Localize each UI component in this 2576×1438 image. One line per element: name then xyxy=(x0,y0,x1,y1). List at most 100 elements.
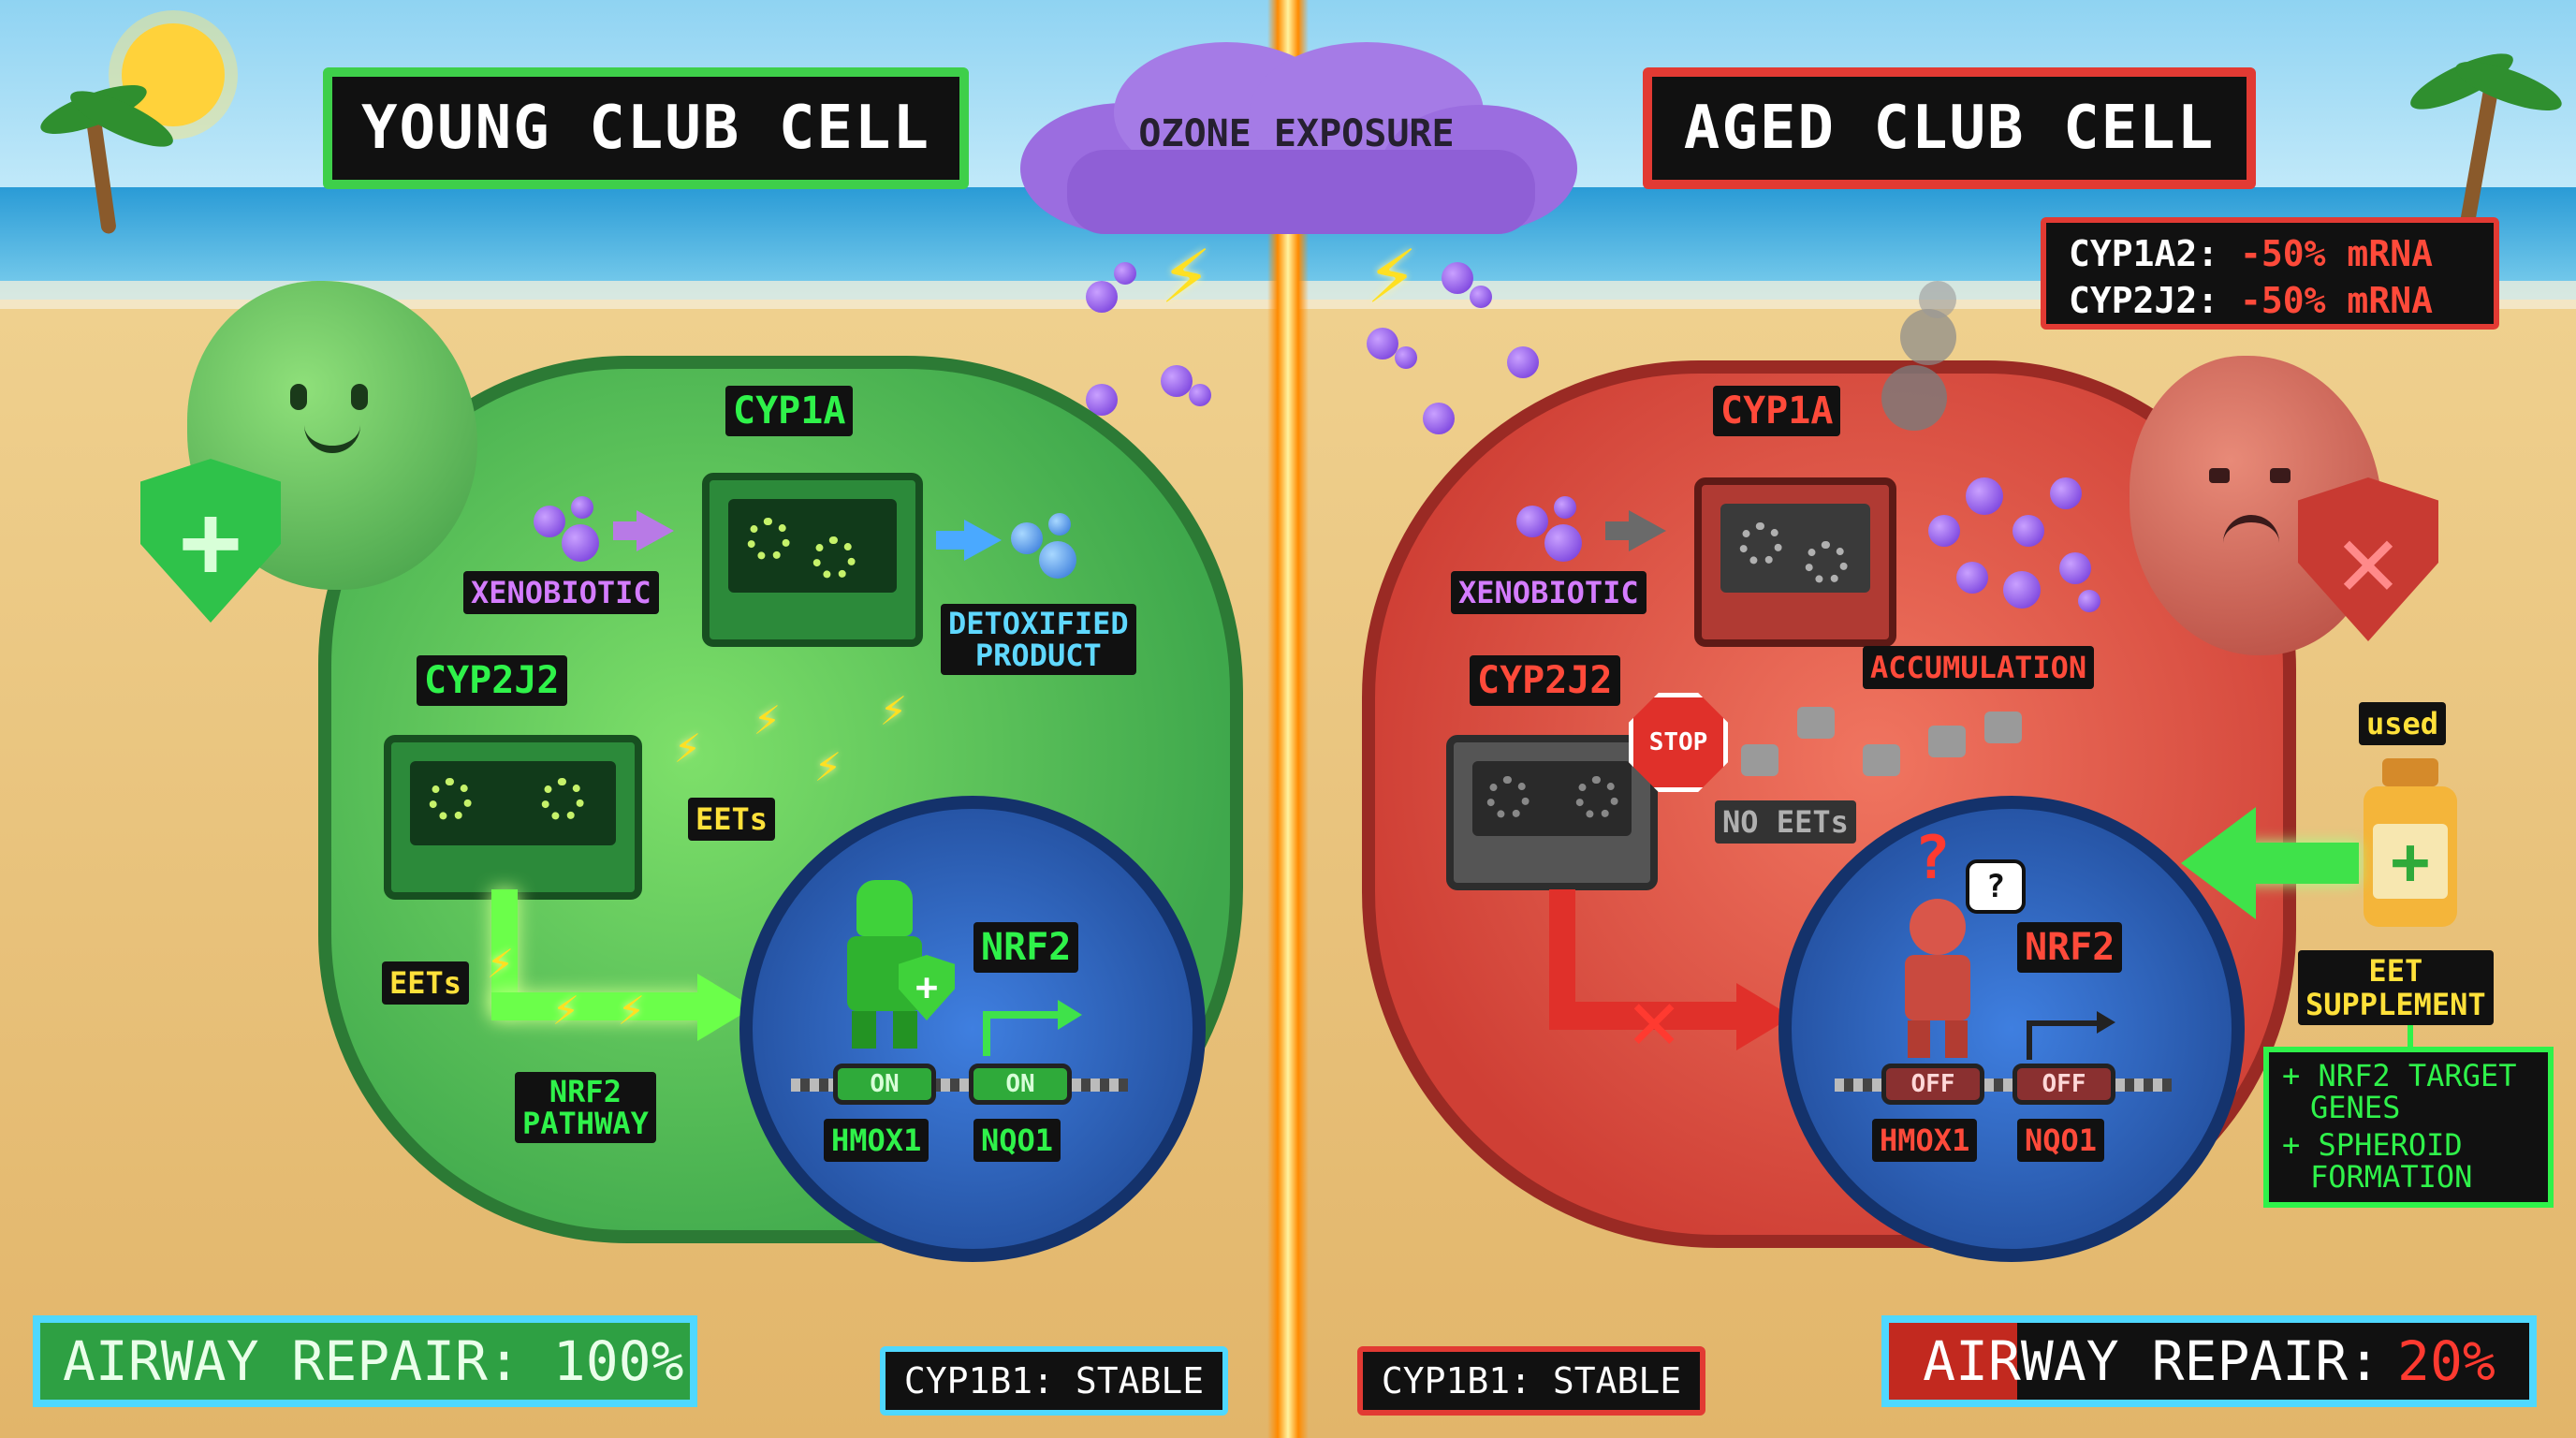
hmox1-toggle[interactable]: OFF xyxy=(1881,1064,1984,1105)
cloud-label: OZONE EXPOSURE xyxy=(1138,112,1455,155)
character-smile xyxy=(304,421,360,453)
benefit-1-line-2: GENES xyxy=(2310,1090,2401,1125)
eet-bolt-icon: ⚡ xyxy=(814,740,842,792)
knight-shield-icon: + xyxy=(899,955,955,1020)
aged-xenobiotic-molecule xyxy=(1516,496,1591,562)
stop-sign-text: STOP xyxy=(1648,728,1708,756)
eet-supplement-label: EET SUPPLEMENT xyxy=(2298,950,2494,1025)
nqo1-toggle[interactable]: OFF xyxy=(2012,1064,2115,1105)
ozone-molecules xyxy=(1067,243,1554,449)
young-nucleus xyxy=(739,796,1206,1262)
nqo1-toggle[interactable]: ON xyxy=(969,1064,1072,1105)
pathway-line-1: NRF2 xyxy=(549,1074,622,1109)
lightning-bolt-icon: ⚡ xyxy=(1367,225,1418,323)
question-mark-icon: ? xyxy=(1914,824,1951,893)
gear-icon xyxy=(1486,776,1530,819)
aged-airway-repair-bar: AIRWAY REPAIR: 20% xyxy=(1881,1315,2537,1407)
gear-icon xyxy=(1575,776,1618,819)
young-repair-label: AIRWAY REPAIR: 100% xyxy=(63,1329,684,1393)
supplement-arrow-icon xyxy=(2181,807,2256,919)
palm-tree-left-icon xyxy=(28,75,180,235)
character-eye xyxy=(290,384,307,410)
young-eets-label-2: EETs xyxy=(382,961,470,1005)
young-cyp1b1-status: CYP1B1: STABLE xyxy=(880,1346,1228,1416)
nrf2-pathway-pipe xyxy=(491,889,518,1011)
hmox1-toggle[interactable]: ON xyxy=(833,1064,936,1105)
supplement-bottle-icon: + xyxy=(2364,758,2457,927)
gene-active-arrow-icon xyxy=(983,1011,1075,1056)
mrna-value-2: -50% mRNA xyxy=(2240,280,2433,321)
gene-inactive-arrow-icon xyxy=(2027,1020,2107,1060)
mrna-gene-1: CYP1A2: xyxy=(2069,233,2219,274)
young-xenobiotic-molecule xyxy=(534,496,608,562)
young-cyp2j2-machine-icon xyxy=(384,735,642,900)
benefit-1-line-1: + NRF2 TARGET xyxy=(2282,1058,2517,1093)
detoxified-molecule xyxy=(1011,513,1086,579)
eet-bolt-icon: ⚡ xyxy=(880,683,907,736)
inactive-eets-icon xyxy=(1741,697,2031,791)
aged-repair-label: AIRWAY REPAIR: xyxy=(1923,1329,2381,1393)
gear-icon xyxy=(429,778,472,821)
aged-repair-fill xyxy=(1889,1323,2017,1400)
blocked-pathway-pipe xyxy=(1549,889,1575,1020)
arrow-right-icon xyxy=(1629,510,1666,551)
aged-nrf2-label: NRF2 xyxy=(2017,922,2123,973)
character-frown xyxy=(2223,515,2279,545)
blocked-x-icon: ✕ xyxy=(1629,971,1680,1069)
aged-nqo1-label: NQO1 xyxy=(2017,1119,2105,1162)
aged-cyp1a-label: CYP1A xyxy=(1713,386,1841,436)
aged-repair-value: 20% xyxy=(2397,1329,2496,1393)
young-eets-label-1: EETs xyxy=(688,798,776,841)
arrow-shaft xyxy=(613,521,641,540)
supplement-connector xyxy=(2408,1025,2413,1048)
gear-icon xyxy=(812,536,856,580)
speech-question-icon: ? xyxy=(1966,859,2026,914)
gear-icon xyxy=(541,778,584,821)
blocked-pathway-pipe xyxy=(1549,1002,1746,1030)
supplement-benefits-box: + NRF2 TARGET GENES + SPHEROID FORMATION xyxy=(2263,1047,2554,1208)
character-eye xyxy=(2270,468,2291,483)
character-eye xyxy=(2209,468,2230,483)
young-hmox1-label: HMOX1 xyxy=(824,1119,929,1162)
young-nqo1-label: NQO1 xyxy=(973,1119,1061,1162)
lightning-divider xyxy=(1267,0,1309,1438)
character-eye xyxy=(351,384,368,410)
arrow-right-icon xyxy=(964,520,1002,561)
detoxified-product-label: DETOXIFIED PRODUCT xyxy=(941,604,1136,675)
aged-xenobiotic-label: XENOBIOTIC xyxy=(1451,571,1647,614)
used-label: used xyxy=(2359,702,2447,745)
nrf2-pathway-pipe xyxy=(491,992,707,1020)
aged-cyp1b1-status: CYP1B1: STABLE xyxy=(1357,1346,1705,1416)
young-cyp2j2-label: CYP2J2 xyxy=(417,655,567,706)
benefit-2-line-2: FORMATION xyxy=(2310,1159,2473,1195)
aged-cell-title: AGED CLUB CELL xyxy=(1643,67,2256,189)
arrow-right-icon xyxy=(637,510,674,551)
stop-sign-icon: STOP xyxy=(1629,693,1728,792)
aged-cyp2j2-machine-icon xyxy=(1446,735,1658,890)
young-nrf2-label: NRF2 xyxy=(973,922,1079,973)
arrow-right-icon xyxy=(2097,1011,2115,1034)
eet-bolt-icon: ⚡ xyxy=(754,693,781,745)
eet-bolt-icon: ⚡ xyxy=(487,936,514,989)
aged-hmox1-label: HMOX1 xyxy=(1872,1119,1978,1162)
young-cyp1a-machine-icon xyxy=(702,473,923,647)
young-airway-repair-bar: AIRWAY REPAIR: 100% xyxy=(33,1315,697,1407)
pathway-line-2: PATHWAY xyxy=(522,1106,649,1141)
gear-icon xyxy=(1739,522,1782,565)
confused-nrf2-character xyxy=(1891,899,1984,1058)
no-eets-label: NO EETs xyxy=(1715,800,1856,844)
eet-bolt-icon: ⚡ xyxy=(618,983,645,1035)
young-xenobiotic-label: XENOBIOTIC xyxy=(463,571,659,614)
young-cell-title: YOUNG CLUB CELL xyxy=(323,67,969,189)
smoke-cloud-icon xyxy=(1863,281,1966,449)
arrow-right-icon xyxy=(1058,1000,1082,1030)
accumulated-molecules-icon xyxy=(1919,459,2115,627)
aged-cyp2j2-label: CYP2J2 xyxy=(1470,655,1620,706)
eet-bolt-icon: ⚡ xyxy=(552,983,579,1035)
arrow-shaft xyxy=(1605,521,1633,540)
eet-bolt-icon: ⚡ xyxy=(674,721,701,773)
mrna-gene-2: CYP2J2: xyxy=(2069,280,2219,321)
gear-icon xyxy=(747,518,790,561)
benefit-2-line-1: + SPHEROID xyxy=(2282,1127,2463,1163)
accumulation-label: ACCUMULATION xyxy=(1863,646,2095,689)
